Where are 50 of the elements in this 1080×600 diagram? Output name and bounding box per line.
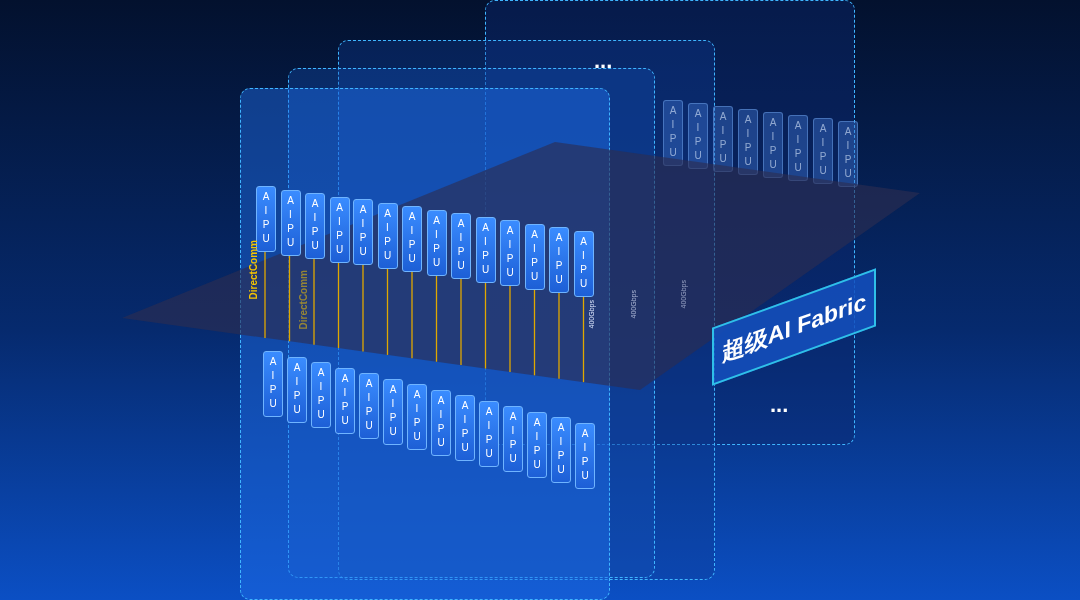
chip-card: AIPU [329, 196, 350, 263]
connector-line [460, 278, 462, 366]
chip-card: AIPU [287, 356, 307, 423]
connector-line [533, 288, 536, 376]
chip-card: AIPU [573, 230, 594, 297]
chip-card: AIPU [838, 121, 858, 187]
chip-card: AIPU [431, 389, 451, 456]
chip-card: AIPU [813, 118, 833, 184]
chip-card: AIPU [335, 367, 355, 434]
connector-line [264, 250, 266, 339]
connector-line [435, 274, 438, 363]
chip-card: AIPU [479, 400, 499, 467]
chip-card: AIPU [305, 193, 325, 259]
chip-card: AIPU [527, 411, 547, 478]
chip-card: AIPU [256, 186, 276, 252]
chip-card: AIPU [551, 417, 571, 483]
chip-card: AIPU [280, 189, 301, 256]
chip-card: AIPU [503, 406, 523, 472]
chip-card: AIPU [353, 199, 373, 265]
connector-line [558, 292, 560, 380]
connector-line [337, 260, 340, 349]
chip-card: AIPU [426, 209, 447, 276]
chip-card: AIPU [377, 202, 398, 269]
connector-line [411, 271, 413, 359]
chip-card: AIPU [524, 223, 545, 290]
ellipsis-text: ... [594, 48, 613, 74]
connector-line [582, 295, 585, 383]
link-label: DirectComm [298, 270, 309, 330]
chip-card: AIPU [455, 395, 475, 461]
connector-line [386, 267, 389, 356]
chip-card: AIPU [500, 220, 520, 286]
connector-line [509, 285, 511, 373]
chip-card: AIPU [549, 227, 569, 293]
chip-card: AIPU [263, 351, 283, 417]
connector-line [288, 253, 291, 342]
link-label: DirectComm [248, 240, 259, 300]
ellipsis-text: ... [770, 392, 789, 418]
title-banner: 超级AI Fabric [712, 268, 876, 386]
chip-card: AIPU [383, 378, 403, 445]
layer-panel [240, 88, 610, 600]
chip-card: AIPU [311, 362, 331, 428]
chip-card: AIPU [475, 216, 496, 283]
connector-line [362, 264, 364, 353]
chip-card: AIPU [407, 384, 427, 450]
chip-card: AIPU [451, 213, 471, 279]
connector-line [313, 257, 315, 346]
chip-card: AIPU [359, 373, 379, 439]
chip-card: AIPU [402, 206, 422, 272]
connector-line [484, 281, 487, 370]
chip-card: AIPU [575, 422, 595, 489]
